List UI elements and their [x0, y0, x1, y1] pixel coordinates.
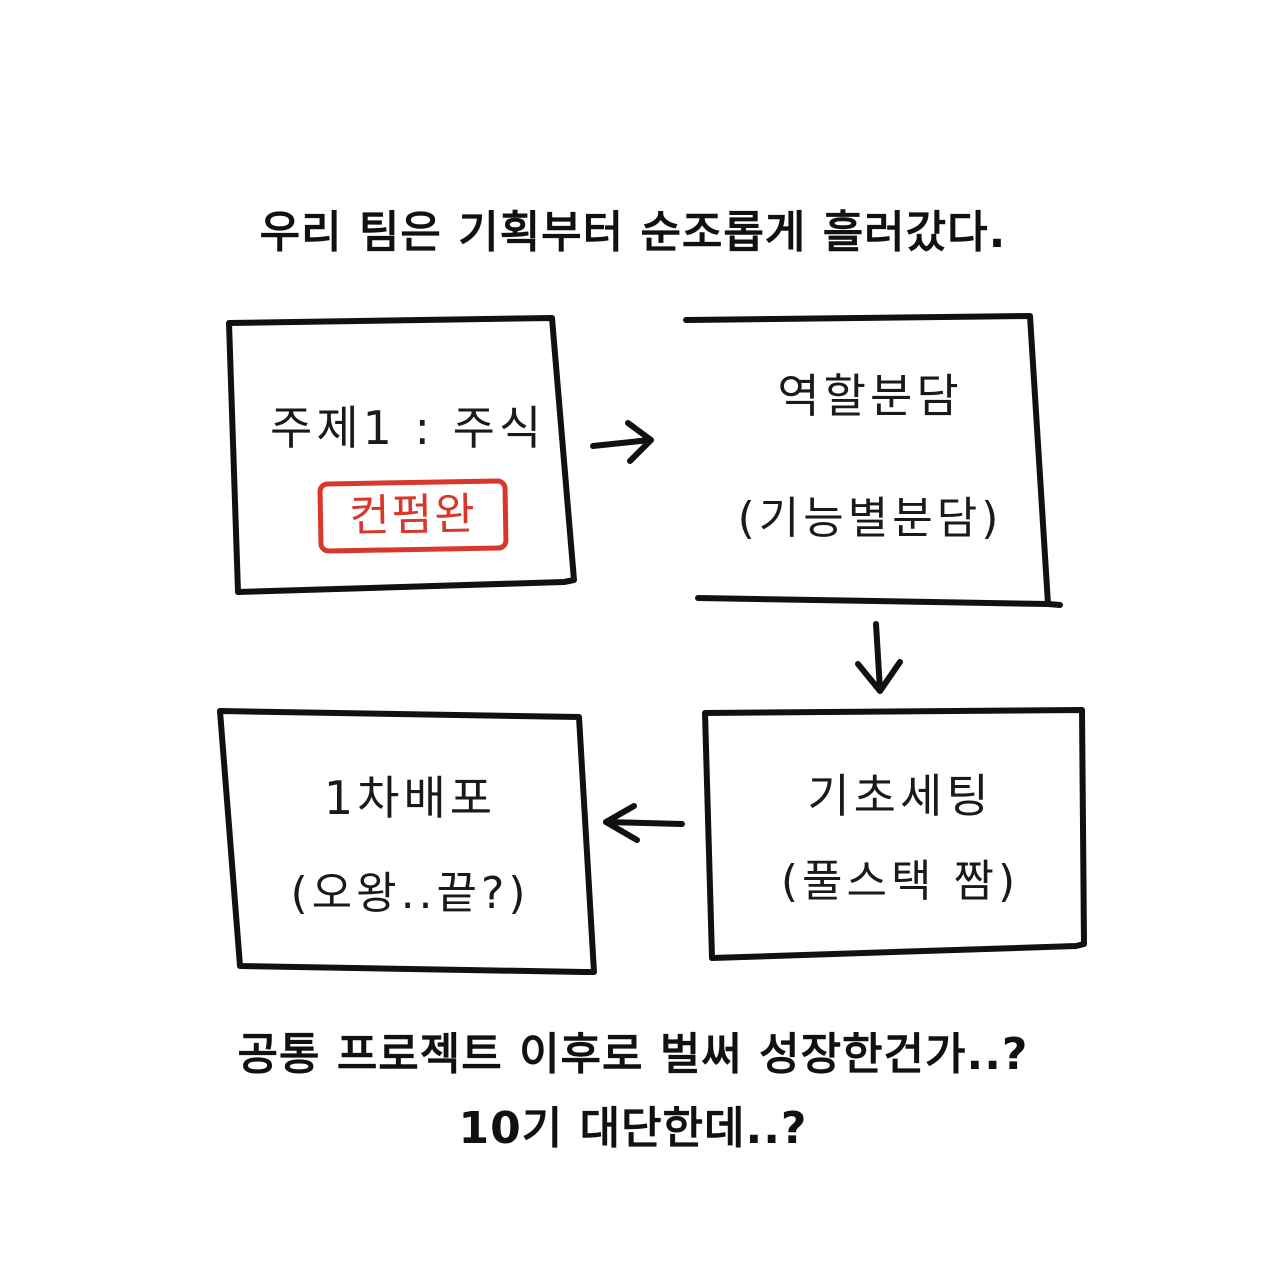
caption-top: 우리 팀은 기획부터 순조롭게 흘러갔다. [259, 207, 1007, 258]
box-release-frame [217, 708, 597, 975]
box-release-subtitle: (오왕..끝?) [290, 868, 530, 919]
box-setup-title: 기초세팅 [807, 769, 993, 823]
caption-bottom-line-2: 10기 대단한데..? [458, 1103, 808, 1154]
box-release-title: 1차배포 [323, 771, 497, 825]
arrow-down-icon [855, 621, 903, 694]
box-topic-title: 주제1 : 주식 [270, 401, 546, 455]
box-setup-subtitle: (풀스택 짬) [780, 856, 1020, 907]
box-roles-frame [683, 313, 1063, 608]
box-setup-frame [702, 707, 1087, 961]
box-roles-title: 역할분담 [777, 369, 963, 423]
box-topic-frame [226, 315, 577, 595]
arrow-left-icon [603, 803, 685, 843]
caption-bottom-line-1: 공통 프로젝트 이후로 벌써 성장한건가..? [237, 1029, 1029, 1080]
box-roles-subtitle: (기능별분담) [737, 493, 1003, 544]
confirm-stamp: 컨펌완 [317, 478, 509, 554]
arrow-right-icon [590, 420, 654, 464]
